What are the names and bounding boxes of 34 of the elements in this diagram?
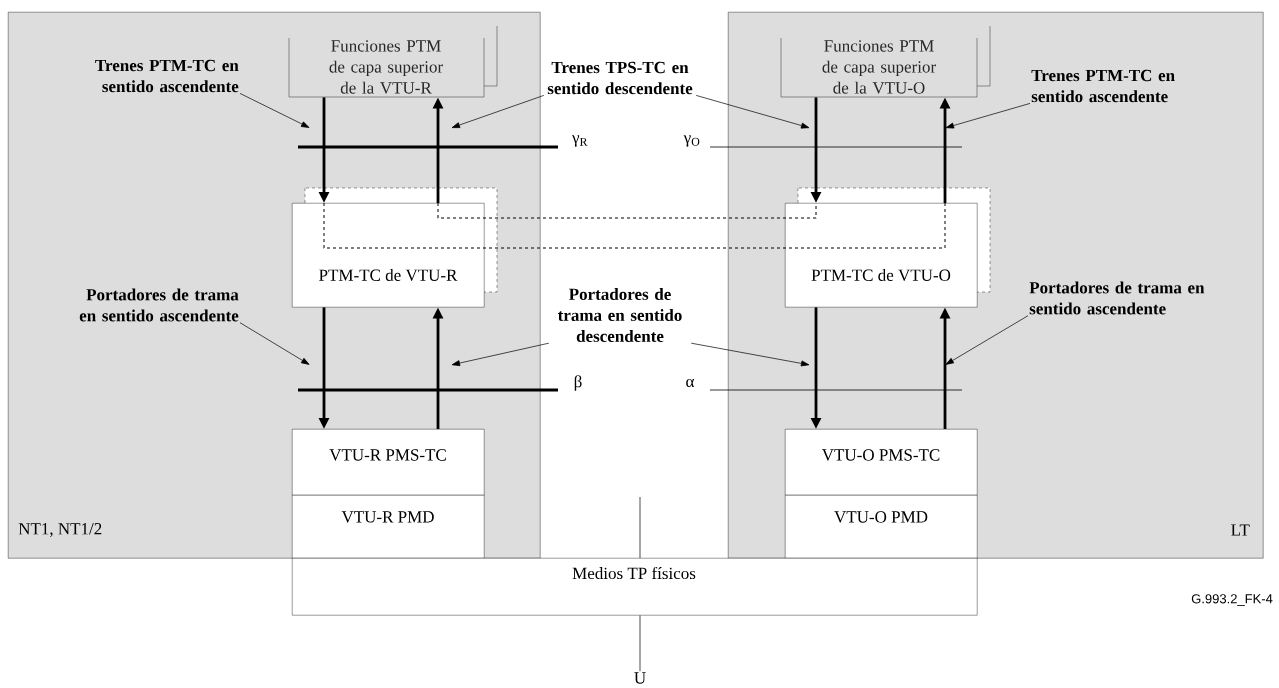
interface-label: U bbox=[634, 672, 646, 684]
connection-line bbox=[437, 202, 817, 219]
layer-box: PTM-TC de VTU-R bbox=[292, 187, 498, 308]
reference-point-label: α bbox=[686, 378, 695, 388]
layer-box: VTU-O PMS-TC bbox=[785, 429, 978, 496]
leader-line bbox=[239, 93, 310, 128]
figure-id: G.993.2_FK-4 bbox=[1191, 594, 1273, 606]
annotation-text: Trenes PTM-TC en sentido ascendente bbox=[95, 59, 239, 93]
leader-line bbox=[945, 315, 1029, 365]
layer-box: PTM-TC de VTU-O bbox=[785, 187, 991, 308]
layer-box: VTU-R PMS-TC bbox=[292, 429, 485, 496]
node-label: Funciones PTM de capa superior de la VTU-R bbox=[329, 40, 443, 94]
line bbox=[639, 496, 641, 559]
connection-line bbox=[323, 202, 946, 249]
function-box: Funciones PTM de capa superior de la VTU-O bbox=[780, 25, 991, 98]
leader-line bbox=[451, 95, 545, 128]
annotation-text: Trenes PTM-TC en sentido ascendente bbox=[1031, 69, 1175, 103]
annotation-text: Trenes TPS-TC en sentido descendente bbox=[547, 61, 693, 95]
leader-line bbox=[695, 95, 810, 129]
reference-point-label: γ$_{R}$ bbox=[572, 135, 588, 147]
leader-line bbox=[945, 103, 1031, 129]
line bbox=[639, 615, 641, 672]
node-label: Funciones PTM de capa superior de la VTU-O bbox=[822, 40, 936, 94]
annotation-text: Portadores de trama en sentido ascendente bbox=[79, 288, 239, 322]
reference-point-label: β bbox=[574, 375, 582, 391]
leader-line bbox=[690, 342, 810, 367]
layer-box: VTU-O PMD bbox=[785, 495, 978, 559]
function-box: Funciones PTM de capa superior de la VTU-R bbox=[288, 25, 498, 98]
annotation-text: Portadores de trama en sentido ascendente bbox=[1029, 281, 1205, 315]
annotation-text: Portadores de trama en sentido descendente bbox=[557, 288, 682, 342]
reference-point-label: γ$_{O}$ bbox=[683, 135, 700, 147]
leader-line bbox=[451, 342, 550, 366]
layer-box: VTU-R PMD bbox=[292, 495, 485, 559]
leader-line bbox=[239, 322, 310, 365]
